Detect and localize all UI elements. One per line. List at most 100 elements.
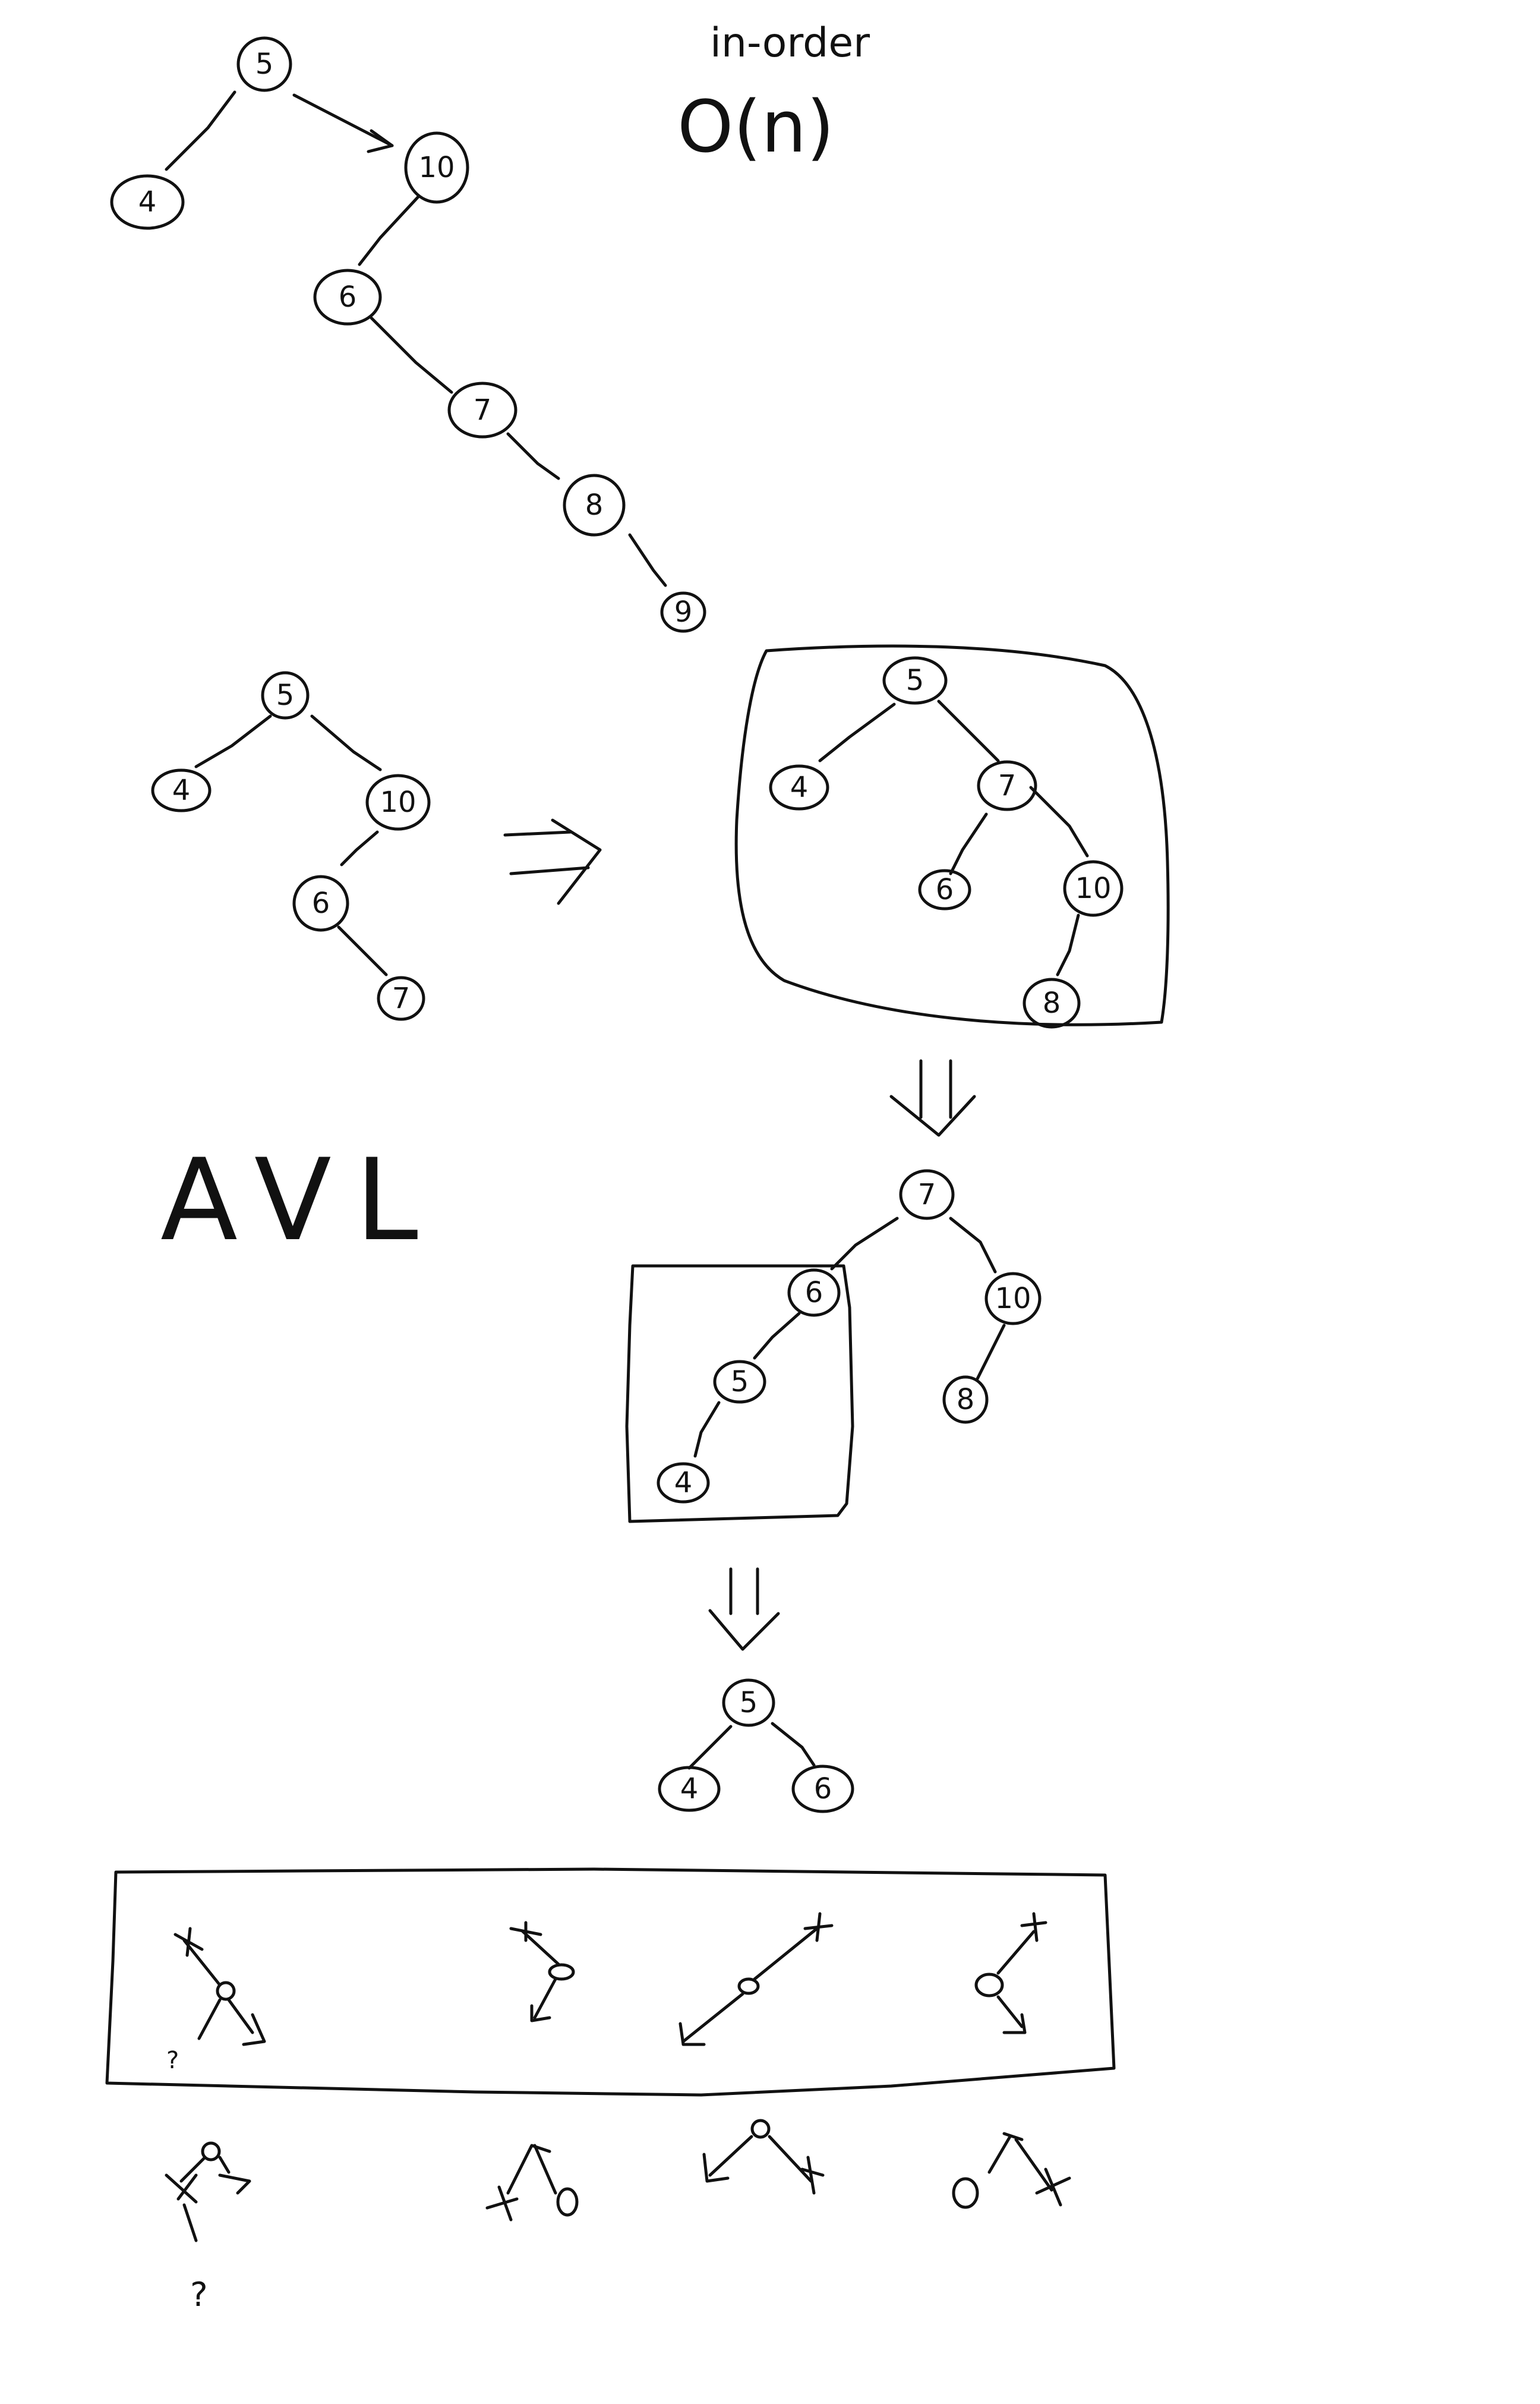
tree-node: 5: [882, 656, 948, 705]
edge-6-7: [337, 925, 388, 976]
edge-7-6: [830, 1217, 899, 1271]
down-arrow: [889, 1059, 976, 1137]
tree-node: 6: [313, 269, 382, 326]
tree-node: 5: [236, 36, 292, 92]
edge-arrowhead: [367, 129, 394, 153]
svg-text:6: 6: [814, 1772, 832, 1806]
tree-node: 7: [377, 976, 425, 1021]
svg-text:10: 10: [1075, 872, 1111, 905]
rotation-result: [952, 2132, 1071, 2209]
edge-7-10: [949, 1217, 997, 1274]
edge-10-8: [976, 1324, 1006, 1381]
tree-node: 5: [722, 1678, 775, 1727]
svg-text:4: 4: [172, 774, 191, 807]
svg-text:5: 5: [276, 679, 295, 712]
rotation-case: [679, 1912, 834, 2046]
tree-node: 10: [984, 1272, 1042, 1325]
tree-node: 10: [404, 131, 469, 204]
tree-node: 5: [713, 1360, 766, 1404]
edge-6-7: [370, 316, 453, 394]
tree-node: 6: [787, 1268, 841, 1317]
tree-node: 8: [563, 474, 626, 537]
svg-text:6: 6: [936, 873, 954, 906]
rotation-result: [702, 2119, 825, 2195]
tree-node: 4: [657, 1462, 710, 1504]
edge-5-4: [818, 702, 896, 763]
rotation-case: [974, 1912, 1047, 2034]
tree-node: 6: [791, 1765, 854, 1813]
in-order-note: in-order: [710, 20, 870, 67]
svg-text:7: 7: [392, 982, 411, 1015]
svg-text:8: 8: [1043, 987, 1061, 1020]
svg-text:9: 9: [674, 596, 693, 629]
highlight-box: [625, 1264, 854, 1523]
edge-5-4: [165, 90, 236, 171]
edge-5-6: [771, 1722, 816, 1767]
rotation-result: ?: [165, 2141, 251, 2314]
rotation-case: [509, 1921, 575, 2022]
tree-node: 4: [769, 764, 829, 811]
svg-text:4: 4: [138, 185, 157, 219]
rotation-cases-box: [105, 1867, 1116, 2097]
edge-7-8: [506, 432, 560, 480]
edge-5-4: [693, 1401, 721, 1458]
svg-text:4: 4: [790, 771, 809, 804]
edge-5-10: [310, 714, 382, 771]
avl-label: AVL: [160, 1135, 442, 1266]
svg-text:7: 7: [918, 1178, 936, 1211]
svg-text:7: 7: [998, 769, 1017, 802]
tree-node: 4: [110, 174, 185, 230]
tree-node: 10: [365, 774, 431, 831]
tree-node: 8: [1023, 978, 1081, 1029]
edge-6-5: [753, 1312, 801, 1360]
tree-node: 5: [261, 671, 310, 720]
svg-text:4: 4: [680, 1772, 699, 1806]
svg-text:6: 6: [312, 887, 330, 920]
transform-arrow: [503, 818, 602, 905]
complexity-note: O(n): [677, 86, 834, 169]
svg-text:?: ?: [166, 2047, 179, 2074]
svg-text:?: ?: [190, 2276, 208, 2314]
svg-text:5: 5: [740, 1686, 758, 1719]
svg-text:5: 5: [731, 1365, 749, 1398]
tree-node: 8: [942, 1375, 989, 1424]
rotation-case: ?: [166, 1927, 266, 2074]
edge-5-4: [687, 1725, 733, 1770]
left-heavy-tree: 7 6 5 4 10 8: [657, 1169, 1042, 1504]
svg-text:10: 10: [995, 1282, 1031, 1315]
tree-node: 9: [660, 591, 706, 633]
edge-7-6: [949, 812, 988, 875]
degenerate-tree: 5 4 10 6 7 8 9: [110, 36, 706, 633]
svg-text:5: 5: [906, 664, 924, 697]
tree-node: 7: [447, 382, 517, 439]
svg-text:4: 4: [674, 1466, 693, 1499]
edge-5-7: [937, 700, 1000, 763]
edge-10-6: [358, 194, 421, 266]
rotation-cases: ?: [166, 1912, 1047, 2074]
tree-node: 6: [918, 869, 971, 910]
tree-node: 7: [899, 1169, 955, 1220]
edge-10-8: [1056, 913, 1080, 976]
unbalanced-tree: 5 4 10 6 7: [151, 671, 431, 1021]
tree-node: 4: [151, 768, 212, 812]
edge-5-10: [292, 93, 394, 147]
edge-10-6: [340, 830, 379, 867]
highlight-box: [734, 644, 1170, 1026]
edge-8-9: [628, 533, 667, 587]
svg-text:6: 6: [805, 1276, 823, 1309]
svg-text:8: 8: [957, 1383, 975, 1416]
svg-text:8: 8: [585, 489, 604, 522]
tree-node: 4: [658, 1766, 721, 1812]
edge-5-4: [194, 714, 272, 768]
tree-node: 6: [292, 875, 349, 932]
svg-text:6: 6: [339, 281, 357, 314]
svg-text:7: 7: [474, 393, 492, 427]
rotated-tree: 5 4 7 6 10 8: [769, 656, 1124, 1029]
svg-text:5: 5: [255, 48, 274, 81]
balanced-subtree: 5 4 6: [658, 1678, 854, 1813]
rotation-results: ?: [165, 2119, 1071, 2314]
down-arrow: [708, 1567, 780, 1651]
tree-node: 10: [1063, 860, 1124, 917]
rotation-result: [485, 2144, 579, 2222]
